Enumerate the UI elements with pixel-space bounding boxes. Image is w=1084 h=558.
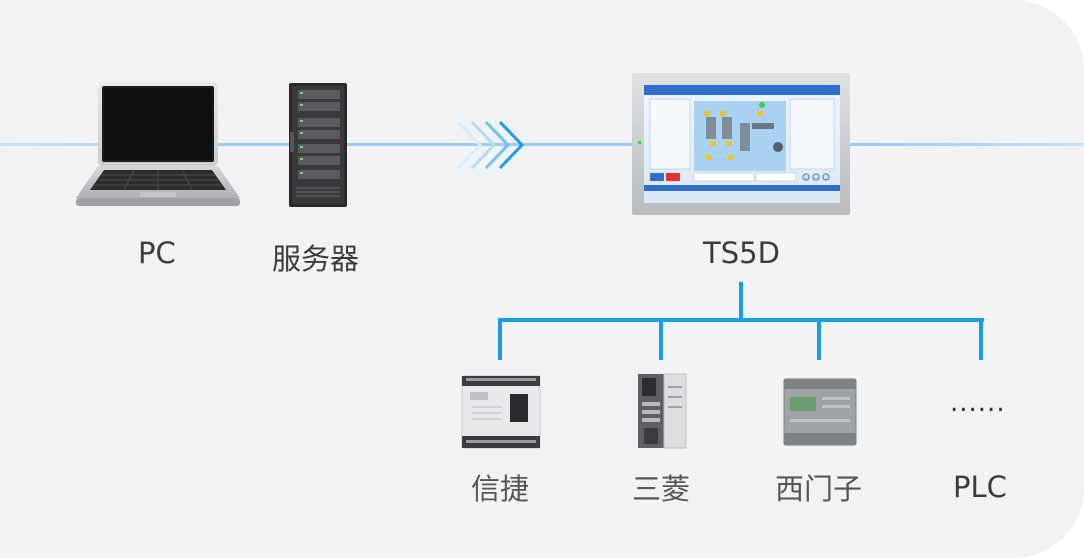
plc-siemens-label: 西门子 xyxy=(775,472,863,506)
mitsubishi-plc-icon xyxy=(638,373,687,449)
server-rack-icon xyxy=(289,83,347,207)
chevron-arrows-icon xyxy=(456,120,525,170)
connection-line-horizontal xyxy=(0,143,1084,146)
tree-connector-drop-1 xyxy=(498,318,502,360)
pc-label: PC xyxy=(138,236,176,270)
plc-xinje-label: 信捷 xyxy=(471,472,530,506)
tree-connector-drop-2 xyxy=(659,318,663,360)
siemens-plc-icon xyxy=(783,378,857,446)
more-devices-ellipsis: ...... xyxy=(950,388,1006,418)
hmi-panel-icon xyxy=(632,73,850,215)
xinje-plc-icon xyxy=(461,375,541,449)
server-label: 服务器 xyxy=(272,242,360,276)
plc-mitsubishi-label: 三菱 xyxy=(632,472,691,506)
tree-connector-drop-4 xyxy=(979,318,983,360)
laptop-icon xyxy=(76,82,240,206)
tree-connector-bar xyxy=(498,318,984,322)
tree-connector-trunk xyxy=(739,282,743,320)
tree-connector-drop-3 xyxy=(817,318,821,360)
plc-more-label: PLC xyxy=(953,470,1007,504)
hmi-label: TS5D xyxy=(703,236,780,270)
